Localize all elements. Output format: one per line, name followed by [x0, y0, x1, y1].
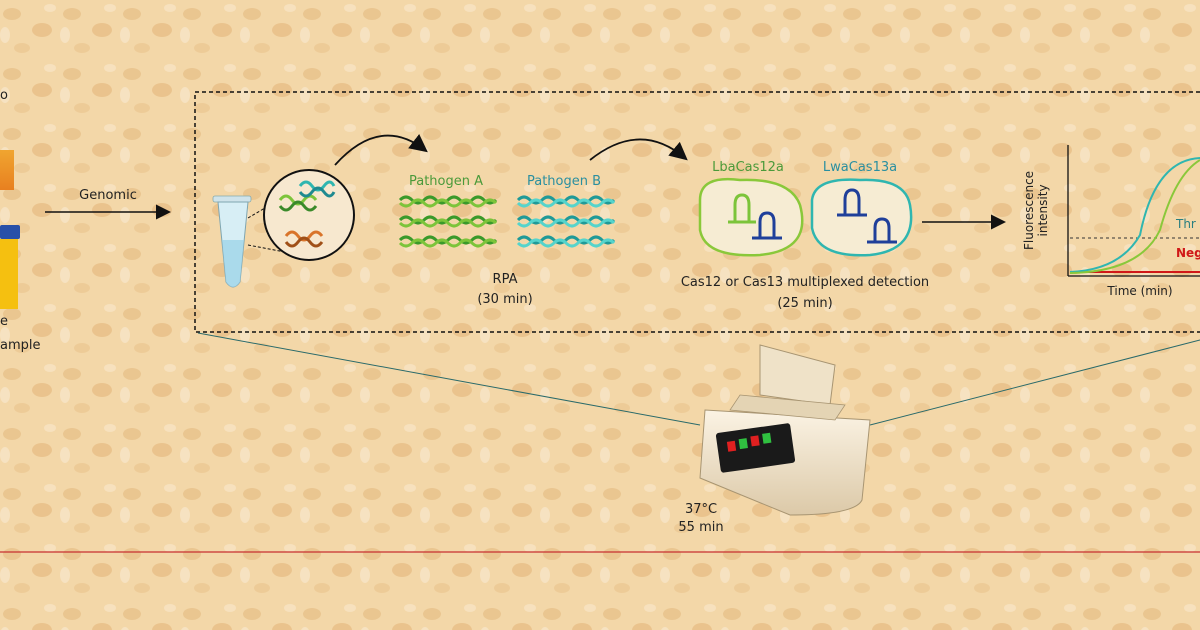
- device-connector-right: [869, 339, 1200, 426]
- device-screen: [715, 423, 796, 473]
- device-connector-left: [197, 332, 701, 426]
- rpa-label: RPA: [492, 272, 518, 287]
- pathogen-b-dna-icon: [516, 195, 616, 248]
- negative-label: Neg: [1176, 246, 1200, 260]
- curved-arrow-2: [589, 138, 688, 161]
- lwacas13a-label: LwaCas13a: [822, 160, 898, 175]
- detection-label: Cas12 or Cas13 multiplexed detection: [680, 275, 930, 290]
- green-curve: [1069, 159, 1200, 274]
- chart-ylabel-line2: intensity: [1036, 184, 1050, 237]
- rpa-time-label: (30 min): [477, 292, 533, 307]
- pathogen-a-dna-icon: [398, 195, 498, 248]
- lbacas12a-complex-icon: [698, 177, 804, 257]
- chart-ylabel: Fluorescence intensity: [1022, 171, 1050, 250]
- curved-arrow-1: [334, 134, 428, 166]
- pathogen-a-label: Pathogen A: [408, 174, 484, 189]
- microtube-icon: [212, 195, 252, 288]
- sample-label-top: o: [0, 88, 8, 103]
- device-temp-label: 37°C: [684, 502, 718, 517]
- fluorescence-chart: [1067, 145, 1200, 277]
- detection-time-label: (25 min): [777, 296, 833, 311]
- chart-ylabel-line1: Fluorescence: [1022, 170, 1036, 250]
- teal-curve: [1069, 157, 1200, 273]
- sample-container-icon: [0, 150, 20, 309]
- sample-label-line2: ample: [0, 338, 41, 353]
- lwacas13a-complex-icon: [810, 178, 913, 257]
- pathogen-b-label: Pathogen B: [526, 174, 602, 189]
- dna-magnifier-icon: [263, 169, 355, 261]
- chart-xlabel: Time (min): [1107, 284, 1173, 298]
- sample-label-line1: e: [0, 314, 8, 329]
- device-time-label: 55 min: [678, 520, 724, 535]
- zoom-line-bottom: [247, 244, 286, 253]
- lbacas12a-label: LbaCas12a: [712, 160, 784, 175]
- threshold-label: Thr: [1176, 217, 1196, 231]
- genomic-label: Genomic: [79, 188, 137, 203]
- detection-device-icon: [699, 344, 871, 516]
